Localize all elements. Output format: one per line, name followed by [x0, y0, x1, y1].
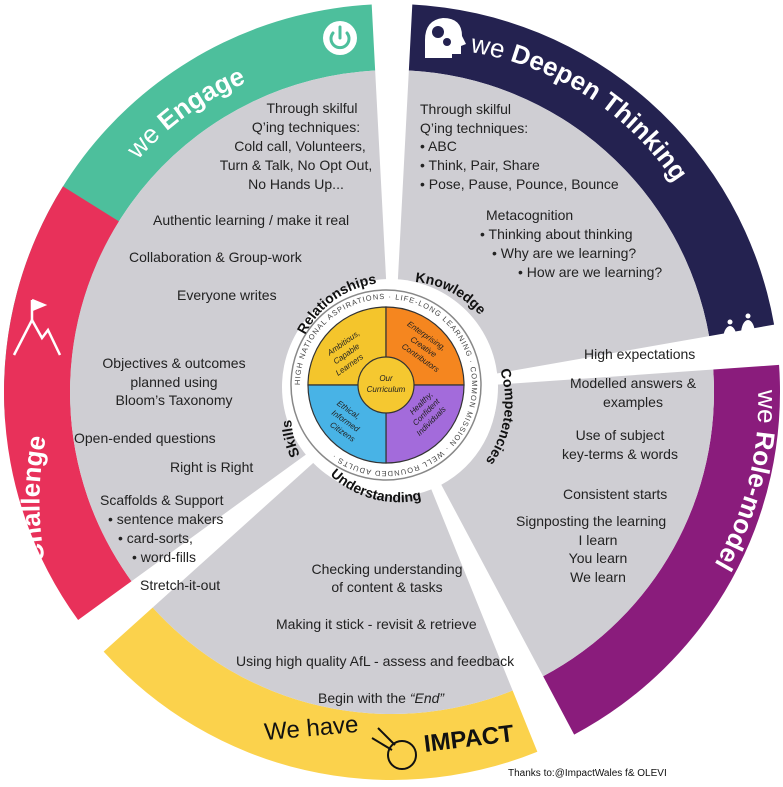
challenge-objectives-3: Bloom’s Taxonomy [115, 392, 233, 408]
role-modelled-2: examples [603, 394, 663, 410]
deepen-meta: Metacognition [486, 207, 574, 223]
challenge-open: Open-ended questions [74, 430, 216, 446]
engage-qing-3: Cold call, Volunteers, [234, 138, 366, 154]
challenge-stretch: Stretch-it-out [140, 577, 221, 593]
role-learn-2: You learn [568, 550, 628, 566]
deepen-meta-bullet-1: Thinking about thinking [480, 225, 633, 243]
challenge-scaffolds: Scaffolds & Support [100, 492, 224, 508]
footprints-icon [723, 313, 755, 354]
role-starts: Consistent starts [563, 486, 668, 502]
segment-role [441, 369, 714, 677]
core-center [357, 356, 415, 414]
core-center-line-2: Curriculum [367, 385, 406, 394]
challenge-scaffold-2: card-sorts, [118, 529, 193, 547]
deepen-meta-bullet-3: How are we learning? [518, 263, 662, 281]
engage-qing-2: Q’ing techniques: [251, 119, 361, 135]
impact-checking-1: Checking understanding [311, 561, 463, 577]
role-terms-2: key-terms & words [562, 446, 678, 462]
engage-qing-5: No Hands Up... [248, 176, 344, 192]
role-learn-3: We learn [570, 569, 626, 585]
role-signpost: Signposting the learning [516, 513, 667, 529]
band-challenge [4, 186, 132, 621]
segment-deepen [397, 70, 710, 374]
impact-begin-text: Begin with the [318, 690, 406, 706]
deepen-bullet-3: Pose, Pause, Pounce, Bounce [420, 175, 619, 193]
challenge-objectives-2: planned using [130, 374, 218, 390]
head-gears-icon [425, 18, 466, 58]
impact-begin: Begin with the “End” [318, 689, 444, 707]
impact-end-text: “End” [409, 690, 445, 706]
deepen-qing-1: Through skilful [420, 101, 512, 117]
engage-authentic: Authentic learning / make it real [153, 212, 350, 228]
credit-text: Thanks to:@ImpactWales f& OLEVI [508, 768, 667, 779]
deepen-bullet-2: Think, Pair, Share [420, 156, 540, 174]
engage-qing-1: Through skilful [266, 100, 358, 116]
deepen-meta-bullet-2: Why are we learning? [492, 244, 636, 262]
band-deepen [408, 4, 775, 337]
challenge-right: Right is Right [170, 459, 254, 475]
engage-writes: Everyone writes [177, 287, 277, 303]
meteor-icon [371, 727, 417, 770]
segment-challenge [69, 221, 308, 582]
impact-checking-2: of content & tasks [331, 579, 443, 595]
segment-impact [152, 462, 513, 715]
role-expect: High expectations [584, 346, 696, 362]
deepen-bullet-1: ABC [420, 137, 457, 155]
mountain-flag-icon [12, 298, 62, 356]
challenge-scaffold-1: sentence makers [108, 510, 224, 528]
power-icon [323, 21, 357, 55]
impact-stick: Making it stick - revisit & retrieve [276, 616, 477, 632]
engage-qing-4: Turn & Talk, No Opt Out, [219, 157, 373, 173]
role-modelled-1: Modelled answers & [569, 375, 697, 391]
deepen-qing-2: Q’ing techniques: [420, 120, 529, 136]
challenge-scaffold-3: word-fills [132, 548, 196, 566]
engage-collab: Collaboration & Group-work [129, 249, 302, 265]
band-impact [103, 607, 538, 780]
role-learn-1: I learn [578, 532, 618, 548]
band-role [543, 364, 781, 735]
challenge-objectives-1: Objectives & outcomes [102, 355, 246, 371]
role-terms-1: Use of subject [575, 427, 665, 443]
impact-afl: Using high quality AfL - assess and feed… [236, 653, 515, 669]
core-center-line-1: Our [379, 374, 393, 383]
